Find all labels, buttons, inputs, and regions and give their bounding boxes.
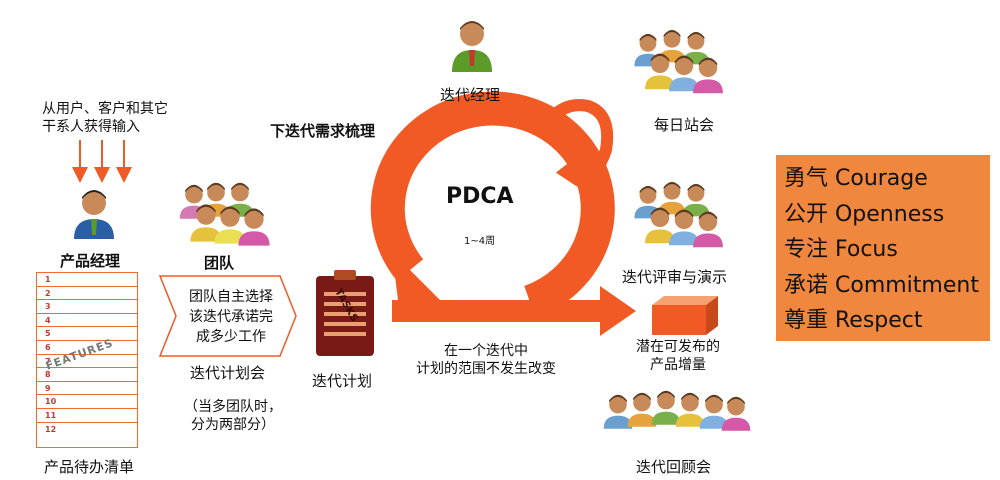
planning-note: （当多团队时， 分为两部分） <box>184 398 282 434</box>
pdca-cycle-arrow <box>370 91 615 318</box>
backlog-item: 3 <box>37 300 137 314</box>
planning-chevron-line-2: 该迭代承诺完 <box>189 309 273 325</box>
increment-arrow <box>392 286 636 336</box>
backlog-item: 1 <box>37 273 137 287</box>
backlog-item: 5 <box>37 327 137 341</box>
backlog-item: 12 <box>45 424 57 434</box>
input-source-text: 从用户、客户和其它 干系人获得输入 <box>42 100 168 136</box>
scope-note-line-2: 计划的范围不发生改变 <box>416 361 556 377</box>
increment-box-icon <box>652 296 718 335</box>
team-group-icon <box>179 182 270 246</box>
scrum-master-label: 迭代经理 <box>440 86 501 104</box>
review-label: 迭代评审与演示 <box>622 268 728 286</box>
planning-note-line-1: （当多团队时， <box>184 399 282 415</box>
backlog-item: 4 <box>37 314 137 328</box>
scope-note-line-1: 在一个迭代中 <box>444 343 528 359</box>
value-focus: 专注 Focus <box>784 237 898 262</box>
product-backlog-list: 1 2 3 4 5 6 7 8 9 10 11 12 <box>36 272 138 448</box>
increment-label: 潜在可发布的 产品增量 <box>636 338 720 374</box>
scope-note: 在一个迭代中 计划的范围不发生改变 <box>416 342 556 378</box>
planning-meeting-label: 迭代计划会 <box>190 364 266 382</box>
pdca-title: PDCA <box>446 184 514 209</box>
value-commitment: 承诺 Commitment <box>784 272 979 298</box>
backlog-item: 9 <box>37 382 137 396</box>
cycle-duration: 1~4周 <box>464 236 496 247</box>
planning-chevron-text: 团队自主选择 该迭代承诺完 成多少工作 <box>176 287 286 347</box>
daily-standup-label: 每日站会 <box>654 116 715 134</box>
retrospective-label: 迭代回顾会 <box>636 458 712 476</box>
backlog-item: 11 <box>37 409 137 423</box>
retrospective-group-icon <box>603 390 751 431</box>
product-owner-label: 产品经理 <box>60 252 121 270</box>
planning-chevron-shape <box>158 275 297 357</box>
backlog-item: 10 <box>37 395 137 409</box>
backlog-item: 2 <box>37 287 137 301</box>
planning-note-line-2: 分为两部分） <box>191 417 275 433</box>
value-openness: 公开 Openness <box>784 201 945 227</box>
value-respect: 尊重 Respect <box>784 308 923 333</box>
backlog-item: 8 <box>37 368 137 382</box>
backlog-item: 6 <box>37 341 137 355</box>
input-arrows <box>72 140 132 183</box>
review-group-icon <box>634 181 723 248</box>
scrum-values-box: 勇气 Courage 公开 Openness 专注 Focus 承诺 Commi… <box>776 155 990 341</box>
product-backlog-label: 产品待办清单 <box>44 458 135 476</box>
input-source-line-2: 干系人获得输入 <box>42 119 140 135</box>
input-source-line-1: 从用户、客户和其它 <box>42 101 168 117</box>
team-label: 团队 <box>204 254 235 272</box>
value-courage: 勇气 Courage <box>784 166 928 191</box>
product-owner-person-icon <box>74 190 114 239</box>
increment-line-2: 产品增量 <box>650 357 706 373</box>
backlog-item: 7 <box>37 355 137 369</box>
clipboard-icon <box>316 270 374 356</box>
planning-chevron-line-3: 成多少工作 <box>196 329 266 345</box>
daily-standup-group-icon <box>634 29 723 94</box>
increment-line-1: 潜在可发布的 <box>636 339 720 355</box>
refinement-label: 下迭代需求梳理 <box>270 122 376 140</box>
planning-chevron-line-1: 团队自主选择 <box>189 289 273 305</box>
scrum-master-person-icon <box>452 21 492 72</box>
sprint-plan-label: 迭代计划 <box>312 372 373 390</box>
